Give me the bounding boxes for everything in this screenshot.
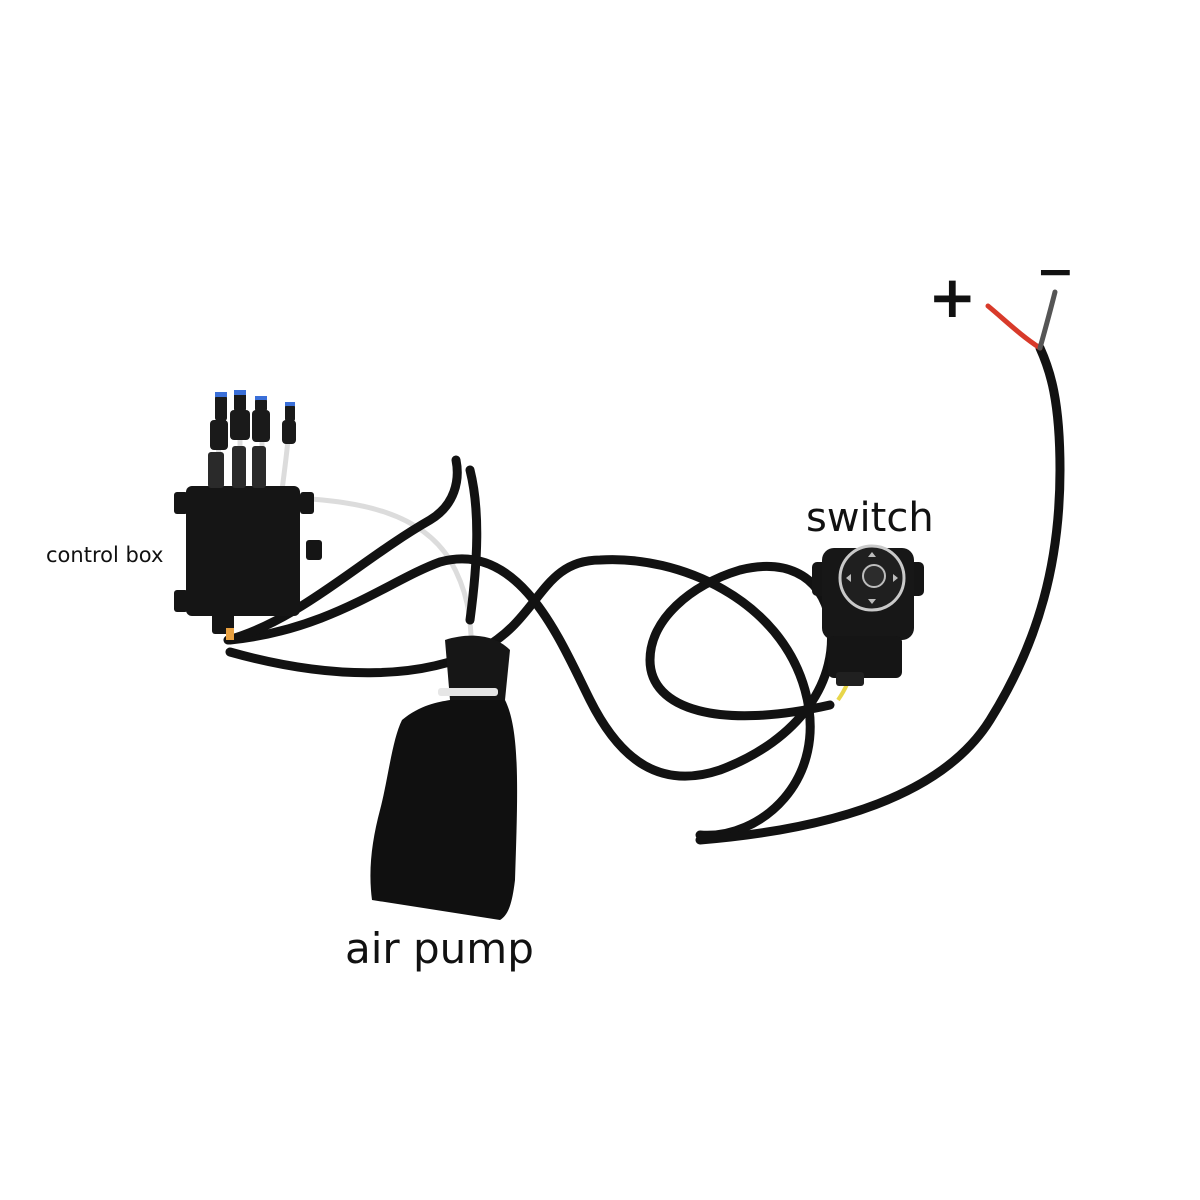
control-box-device [174, 390, 322, 640]
switch-label: switch [806, 495, 934, 541]
control-box-label: control box [46, 543, 164, 567]
air-pump-label: air pump [345, 924, 534, 973]
wire-end-positive [985, 303, 1043, 351]
cable [223, 343, 1065, 845]
positive-terminal-label: + [928, 263, 977, 331]
battery-leads [985, 289, 1058, 351]
negative-terminal-label: − [1036, 244, 1075, 298]
switch-device [812, 544, 924, 686]
wire-end-negative [1037, 289, 1058, 351]
air-pump-bag [370, 635, 518, 920]
